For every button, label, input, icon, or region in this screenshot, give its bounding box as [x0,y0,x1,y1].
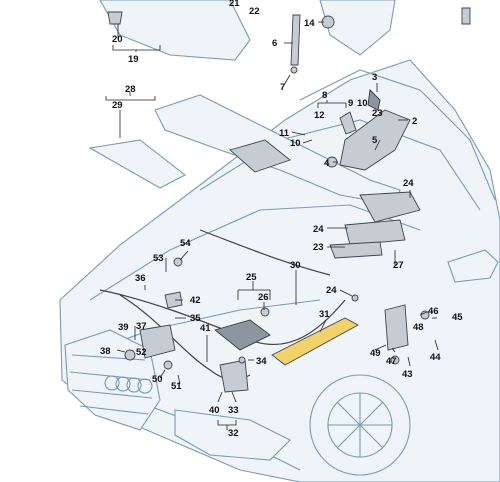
lock-parts [124,257,430,393]
callout-11: 11 [279,128,290,139]
callout-40: 40 [209,405,220,416]
callout-32: 32 [228,428,239,439]
callout-12: 12 [314,110,325,121]
callout-39: 39 [118,322,129,333]
callout-25: 25 [246,272,257,283]
callout-49: 49 [370,348,381,359]
callout-51: 51 [171,381,182,392]
callout-19: 21 [229,0,240,9]
callout-44: 44 [430,352,441,363]
callout-4: 4 [324,158,330,169]
callout-45: 45 [452,312,463,323]
side-brackets [329,191,421,259]
callout-52: 52 [136,347,147,358]
callout-48: 48 [413,322,424,333]
callout-15: 19 [128,54,139,65]
callout-35: 35 [190,313,201,324]
callout-50: 50 [152,374,163,385]
hood-strut [107,7,471,74]
car-body [59,0,500,482]
callout-31: 31 [319,309,330,320]
callout-20: 22 [249,6,260,17]
callout-8: 8 [322,90,327,101]
callout-24: 24 [326,285,337,296]
callout-33: 33 [228,405,239,416]
callout-36: 36 [135,273,146,284]
seal-strip-29 [88,139,187,189]
callout-27: 27 [393,260,404,271]
callout-5: 5 [372,135,378,146]
callout-26: 26 [258,292,269,303]
callout-43: 43 [402,369,413,380]
callout-29: 29 [112,100,123,111]
callout-16: 20 [112,34,123,45]
callout-38: 38 [100,346,111,357]
callout-24-right: 24 [403,178,414,189]
callout-3: 3 [372,72,377,83]
callout-23: 24 [313,224,324,235]
callout-7: 7 [280,82,285,93]
callout-30: 30 [290,260,301,271]
callout-42: 42 [190,295,201,306]
callout-34: 34 [256,356,267,367]
callout-21: 23 [372,108,383,119]
callout-46: 46 [428,306,439,317]
callout-10-top: 10 [357,98,368,109]
callout-28: 28 [125,84,136,95]
leader-lines [105,21,439,430]
cowl-panel [154,94,401,206]
callout-54: 54 [180,238,191,249]
callout-2: 2 [412,116,417,127]
callout-22: 23 [313,242,324,253]
callout-47: 47 [386,356,397,367]
callout-37: 37 [136,321,147,332]
callout-14: 14 [304,18,315,29]
callout-10: 10 [290,138,301,149]
wiper-linkage [326,89,411,171]
callout-41: 41 [200,323,211,334]
callout-6: 6 [272,38,277,49]
callout-9: 9 [348,98,353,109]
callouts: 20 19 21 22 14 6 7 28 29 8 3 9 10 12 23 … [100,0,463,439]
callout-53: 53 [153,253,164,264]
